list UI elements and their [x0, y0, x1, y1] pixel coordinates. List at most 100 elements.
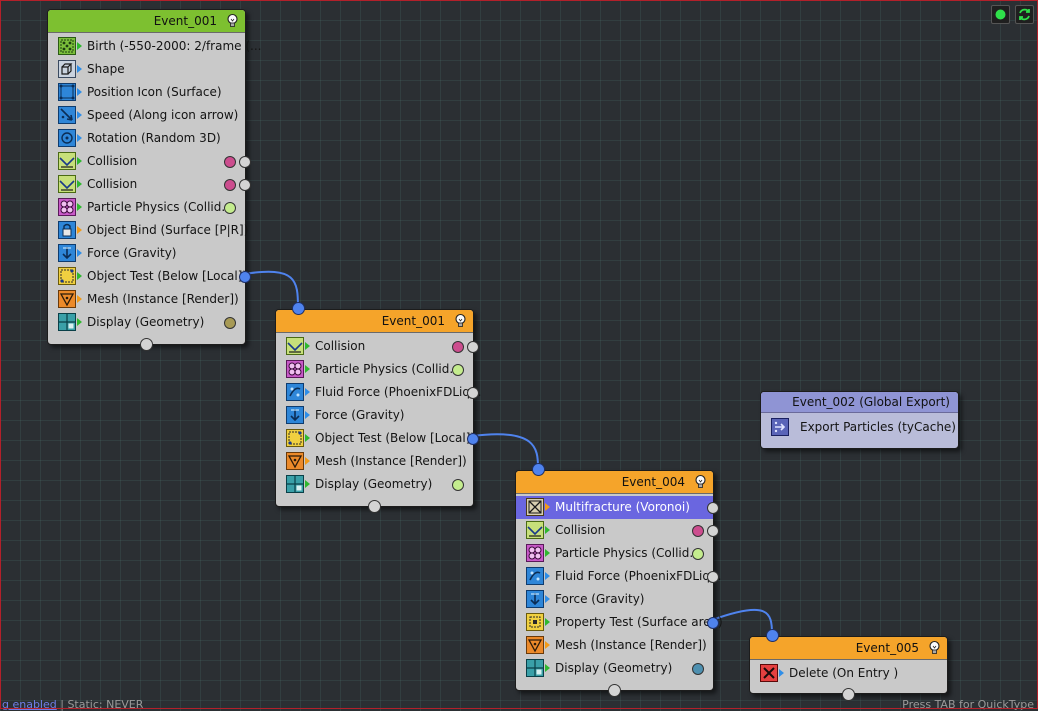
operator-row-collision[interactable]: Collision — [48, 173, 251, 196]
operator-row-force[interactable]: Force (Gravity) — [48, 242, 245, 265]
lightbulb-icon[interactable] — [693, 474, 708, 489]
operator-row-rotation[interactable]: Rotation (Random 3D) — [48, 127, 245, 150]
event-node-global-export[interactable]: Event_002 (Global Export) Export Particl… — [760, 391, 959, 449]
event5-input-port[interactable] — [766, 629, 779, 642]
operator-row-delete[interactable]: Delete (On Entry ) — [750, 662, 947, 685]
speed-icon — [58, 106, 76, 124]
operator-arrow-icon — [77, 272, 82, 280]
operator-row-particle-physics[interactable]: Particle Physics (Collid... — [516, 542, 713, 565]
mesh-icon — [286, 452, 304, 470]
refresh-icon — [1019, 8, 1030, 21]
event2-input-port[interactable] — [292, 302, 305, 315]
output-port-connected[interactable] — [467, 433, 479, 445]
operator-label: Fluid Force (PhoenixFDLiq... — [315, 385, 482, 399]
operator-row-collision[interactable]: Collision — [276, 335, 479, 358]
event5-output-port[interactable] — [842, 688, 855, 701]
output-port[interactable] — [707, 525, 719, 537]
event-title: Event_005 — [855, 641, 919, 655]
operator-label: Fluid Force (PhoenixFDLiq... — [555, 569, 722, 583]
event-title: Event_001 — [381, 314, 445, 328]
output-port-connected[interactable] — [707, 617, 719, 629]
operator-row-particle-physics[interactable]: Particle Physics (Collid... — [276, 358, 473, 381]
operator-row-object-test[interactable]: Object Test (Below [Local]) — [48, 265, 251, 288]
event-header[interactable]: Event_002 (Global Export) — [761, 392, 958, 413]
event-node-event1[interactable]: Event_001 Birth (-550-2000: 2/frame (...… — [47, 9, 261, 345]
operator-row-multifracture[interactable]: Multifracture (Voronoi) — [516, 496, 719, 519]
operator-row-speed[interactable]: Speed (Along icon arrow) — [48, 104, 245, 127]
multifracture-icon — [526, 498, 544, 516]
operator-row-object-bind[interactable]: Object Bind (Surface [P|R]) — [48, 219, 248, 242]
operator-arrow-icon — [545, 664, 550, 672]
output-port[interactable] — [239, 179, 251, 191]
operator-label: Collision — [87, 154, 138, 168]
wire-event4-to-event5[interactable] — [711, 608, 773, 635]
operator-row-collision[interactable]: Collision — [48, 150, 251, 173]
operator-arrow-icon — [305, 388, 310, 396]
position-icon — [58, 83, 76, 101]
operator-arrow-icon — [77, 134, 82, 142]
refresh-button[interactable] — [1015, 5, 1034, 24]
operator-row-display[interactable]: Display (Geometry) — [48, 311, 245, 334]
event-header[interactable]: Event_001 — [48, 10, 245, 33]
operator-label: Object Test (Below [Local]) — [315, 431, 476, 445]
operator-row-force[interactable]: Force (Gravity) — [276, 404, 473, 427]
event4-input-port[interactable] — [532, 463, 545, 476]
operator-arrow-icon — [77, 249, 82, 257]
event-node-event2[interactable]: Event_001 Collision Particle Physics (Co… — [275, 309, 481, 507]
output-port[interactable] — [467, 341, 479, 353]
output-port[interactable] — [239, 156, 251, 168]
operator-arrow-icon — [305, 434, 310, 442]
lightbulb-icon[interactable] — [927, 640, 942, 655]
event1-output-port[interactable] — [140, 338, 153, 351]
display-icon — [286, 475, 304, 493]
operator-arrow-icon — [77, 65, 82, 73]
operator-label: Display (Geometry) — [87, 315, 205, 329]
display-color-dot — [692, 663, 704, 675]
operator-label: Rotation (Random 3D) — [87, 131, 221, 145]
operator-row-mesh[interactable]: Mesh (Instance [Render]) — [48, 288, 245, 311]
operator-row-mesh[interactable]: Mesh (Instance [Render]) — [276, 450, 473, 473]
view-toggle-button[interactable] — [991, 5, 1010, 24]
operator-row-fluid-force[interactable]: Fluid Force (PhoenixFDLiq... — [516, 565, 721, 588]
status-enabled-text[interactable]: g enabled — [2, 698, 57, 711]
operator-row-export-particles[interactable]: Export Particles (tyCache) — [761, 416, 958, 439]
lightbulb-icon[interactable] — [453, 313, 468, 328]
wire-event2-to-event4[interactable] — [471, 433, 539, 469]
wire-event1-to-event2[interactable] — [243, 270, 299, 309]
output-port[interactable] — [467, 387, 479, 399]
operator-row-shape[interactable]: Shape — [48, 58, 245, 81]
operator-label: Property Test (Surface area) — [555, 615, 723, 629]
event-header[interactable]: Event_004 — [516, 471, 713, 494]
operator-row-particle-physics[interactable]: Particle Physics (Collid... — [48, 196, 245, 219]
operator-row-display[interactable]: Display (Geometry) — [276, 473, 473, 496]
operator-row-property-test[interactable]: Property Test (Surface area) — [516, 611, 723, 634]
status-dot — [224, 202, 236, 214]
output-port-connected[interactable] — [239, 271, 251, 283]
status-dot — [692, 525, 704, 537]
operator-arrow-icon — [77, 180, 82, 188]
birth-icon — [58, 37, 76, 55]
event-node-event5[interactable]: Event_005 Delete (On Entry ) — [749, 636, 948, 694]
operator-row-fluid-force[interactable]: Fluid Force (PhoenixFDLiq... — [276, 381, 481, 404]
event2-output-port[interactable] — [368, 500, 381, 513]
lightbulb-icon[interactable] — [225, 13, 240, 28]
fluid-force-icon — [526, 567, 544, 585]
operator-row-birth[interactable]: Birth (-550-2000: 2/frame (... — [48, 35, 261, 58]
status-bar-left: g enabled | Static: NEVER — [2, 698, 143, 711]
operator-row-force[interactable]: Force (Gravity) — [516, 588, 713, 611]
event-node-event4[interactable]: Event_004 Multifracture (Voronoi) Collis… — [515, 470, 723, 691]
operator-label: Mesh (Instance [Render]) — [87, 292, 239, 306]
event4-output-port[interactable] — [608, 684, 621, 697]
operator-label: Display (Geometry) — [315, 477, 433, 491]
operator-row-position-icon[interactable]: Position Icon (Surface) — [48, 81, 245, 104]
output-port[interactable] — [707, 571, 719, 583]
event-header[interactable]: Event_001 — [276, 310, 473, 333]
output-port[interactable] — [707, 502, 719, 514]
operator-row-collision[interactable]: Collision — [516, 519, 719, 542]
event-header[interactable]: Event_005 — [750, 637, 947, 660]
operator-row-display[interactable]: Display (Geometry) — [516, 657, 713, 680]
operator-row-mesh[interactable]: Mesh (Instance [Render]) — [516, 634, 713, 657]
operator-arrow-icon — [77, 42, 82, 50]
object-test-icon — [286, 429, 304, 447]
operator-row-object-test[interactable]: Object Test (Below [Local]) — [276, 427, 479, 450]
